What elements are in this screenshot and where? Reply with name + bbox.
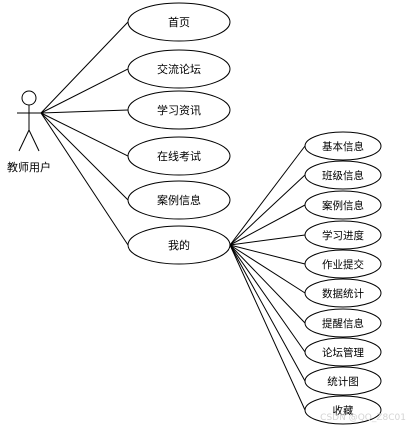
include-association-line [229,244,306,353]
include-association-line [229,244,306,265]
include-association-line [229,145,306,246]
actor-association-line [40,68,129,114]
actor-association-line [40,112,129,157]
use-case-label: 我的 [168,238,190,252]
include-association-line [229,174,306,246]
include-association-line [229,234,306,246]
use-case-mine[interactable]: 我的 [127,225,231,265]
sub-use-case-case[interactable]: 案例信息 [304,190,382,220]
use-case-exam[interactable]: 在线考试 [127,136,231,176]
include-association-line [229,244,306,324]
use-case-label: 首页 [168,15,190,29]
stick-figure-actor-icon [17,90,41,152]
sub-use-case-stats[interactable]: 数据统计 [304,278,382,308]
use-case-home[interactable]: 首页 [127,2,231,42]
sub-use-case-label: 收藏 [333,404,354,417]
use-case-label: 学习资讯 [157,103,201,117]
actor-association-line [40,21,129,114]
sub-use-case-label: 案例信息 [322,199,364,212]
sub-use-case-label: 统计图 [327,375,359,388]
association-lines [40,21,306,411]
use-case-news[interactable]: 学习资讯 [127,90,231,130]
sub-use-case-label: 作业提交 [322,258,364,271]
sub-use-case-class[interactable]: 班级信息 [304,160,382,190]
sub-use-case-label: 学习进度 [322,229,364,242]
sub-use-case-homework[interactable]: 作业提交 [304,249,382,279]
actor-association-line [40,112,129,201]
include-association-line [229,244,306,294]
sub-use-case-chart[interactable]: 统计图 [304,366,382,396]
include-association-line [229,244,306,382]
actor-association-line [40,109,129,114]
sub-use-case-question[interactable]: 提醒信息 [304,308,382,338]
sub-use-case-basic[interactable]: 基本信息 [304,131,382,161]
use-case-label: 交流论坛 [157,62,201,76]
watermark: CSDN @QQ_Z8C01 [320,413,406,423]
include-association-line [229,204,306,246]
sub-use-case-forum-admin[interactable]: 论坛管理 [304,337,382,367]
actor-name: 教师用户 [7,160,51,174]
use-case-label: 在线考试 [157,149,201,163]
use-case-forum[interactable]: 交流论坛 [127,49,231,89]
sub-use-case-label: 数据统计 [322,287,364,300]
use-case-label: 案例信息 [157,193,201,207]
actor-association-line [40,112,129,246]
include-association-line [229,244,306,411]
actor: 教师用户 [7,90,51,174]
use-case-case[interactable]: 案例信息 [127,180,231,220]
sub-use-case-progress[interactable]: 学习进度 [304,220,382,250]
sub-use-case-label: 班级信息 [322,169,364,182]
sub-use-case-label: 基本信息 [322,140,364,153]
sub-use-case-favorite[interactable]: 收藏 [304,395,382,425]
sub-use-case-label: 提醒信息 [322,317,364,330]
sub-use-case-label: 论坛管理 [322,346,364,359]
